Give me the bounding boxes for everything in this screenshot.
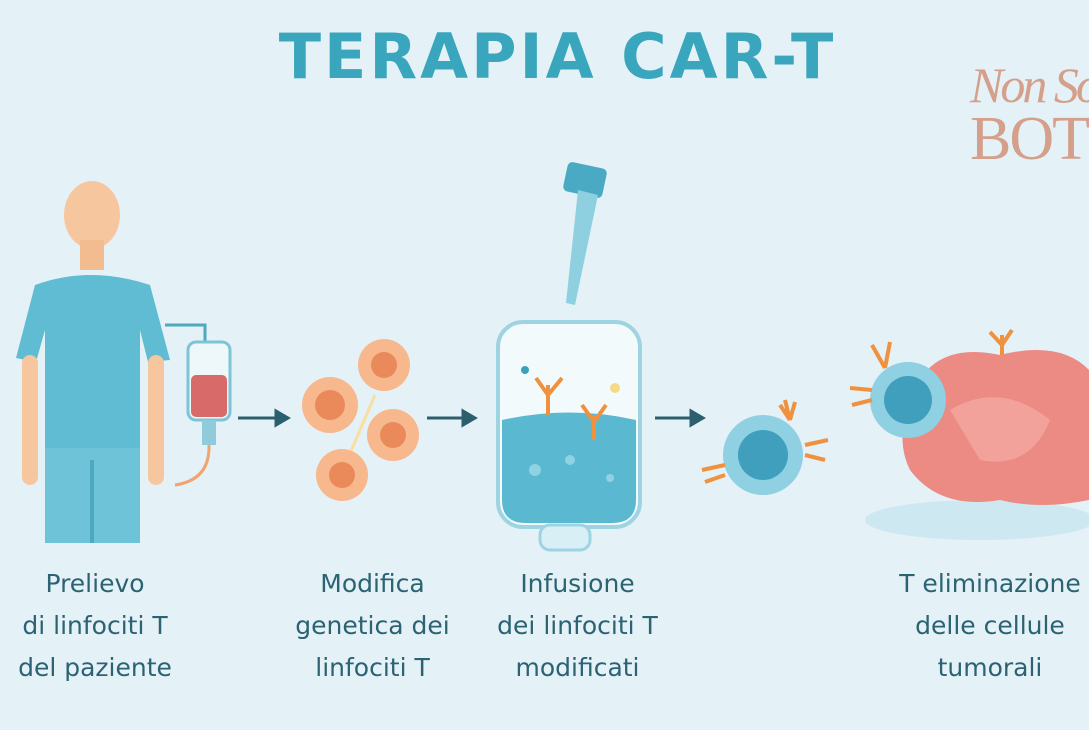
- patient-figure: [16, 181, 170, 543]
- infusion-bag-icon: [496, 162, 642, 552]
- step-caption-1: Prelievo di linfociti T del paziente: [18, 569, 172, 682]
- arrow-icon: [238, 408, 706, 428]
- step-caption-2: Modifica genetica dei linfociti T: [295, 569, 450, 682]
- tumor-cell-icon: [849, 328, 1089, 540]
- blood-bag-icon: [165, 323, 232, 487]
- t-cells-icon: [302, 339, 419, 501]
- step-caption-3: Infusione dei linfociti T modificati: [497, 569, 658, 682]
- logo: Non So BOTO: [970, 57, 1089, 173]
- page-title: TERAPIA CAR-T: [278, 20, 837, 93]
- car-t-cell-icon: [701, 399, 829, 495]
- step-caption-4: T eliminazione delle cellule tumorali: [899, 569, 1081, 682]
